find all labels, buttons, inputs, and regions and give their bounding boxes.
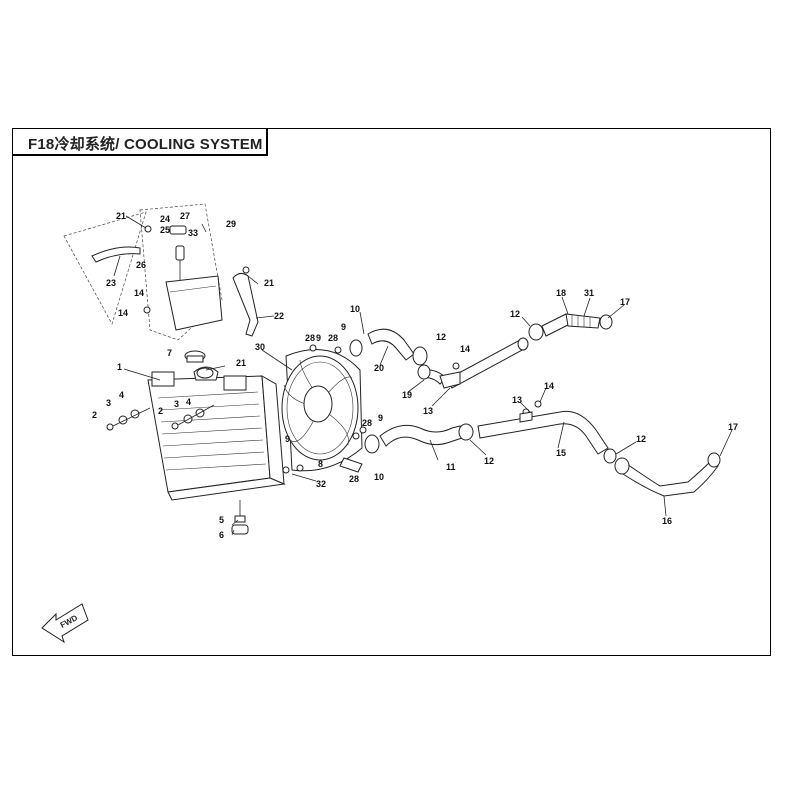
callout-28: 28: [328, 333, 338, 343]
callout-17: 17: [620, 297, 630, 307]
callout-5: 5: [219, 515, 224, 525]
callout-14: 14: [118, 308, 128, 318]
callout-10: 10: [350, 304, 360, 314]
callout-1: 1: [117, 362, 122, 372]
callout-9: 9: [341, 322, 346, 332]
callout-21: 21: [116, 211, 126, 221]
callout-23: 23: [106, 278, 116, 288]
callout-31: 31: [584, 288, 594, 298]
leader-lines: [113, 215, 733, 536]
callout-2: 2: [158, 406, 163, 416]
callout-18: 18: [556, 288, 566, 298]
callout-14: 14: [460, 344, 470, 354]
callout-12: 12: [484, 456, 494, 466]
callout-32: 32: [316, 479, 326, 489]
callout-24: 24: [160, 214, 170, 224]
callout-labels: 1 2 2 3 3 4 4 5 6 7 8 9 9 9 10 10 11 12 …: [92, 211, 738, 540]
callout-21: 21: [236, 358, 246, 368]
callout-9: 9: [285, 434, 290, 444]
callout-26: 26: [136, 260, 146, 270]
callout-14: 14: [134, 288, 144, 298]
callout-19: 19: [402, 390, 412, 400]
callout-13: 13: [423, 406, 433, 416]
cooling-fan: [281, 349, 363, 473]
callout-12: 12: [636, 434, 646, 444]
drain-plug: [231, 500, 249, 535]
callout-3: 3: [106, 398, 111, 408]
callout-11: 11: [446, 462, 456, 472]
overflow-tank: [63, 203, 259, 341]
callout-20: 20: [374, 363, 384, 373]
callout-30: 30: [255, 342, 265, 352]
callout-15: 15: [556, 448, 566, 458]
callout-14: 14: [544, 381, 554, 391]
hoses: [349, 313, 721, 497]
radiator-cap: [184, 350, 214, 379]
callout-9: 9: [378, 413, 383, 423]
callout-22: 22: [274, 311, 284, 321]
callout-4: 4: [119, 390, 124, 400]
callout-17: 17: [728, 422, 738, 432]
callout-10: 10: [374, 472, 384, 482]
callout-6: 6: [219, 530, 224, 540]
callout-33: 33: [188, 228, 198, 238]
title-box: [12, 128, 268, 156]
callout-2: 2: [92, 410, 97, 420]
callout-28: 28: [349, 474, 359, 484]
callout-16: 16: [662, 516, 672, 526]
callout-21: 21: [264, 278, 274, 288]
radiator: [147, 366, 290, 501]
callout-9: 9: [316, 333, 321, 343]
radiator-fasteners: [106, 404, 215, 431]
callout-25: 25: [160, 225, 170, 235]
diagram-frame: [12, 128, 771, 656]
callout-3: 3: [174, 399, 179, 409]
callout-29: 29: [226, 219, 236, 229]
callout-28: 28: [305, 333, 315, 343]
callout-12: 12: [510, 309, 520, 319]
small-fasteners: [296, 344, 542, 472]
callout-8: 8: [318, 459, 323, 469]
callout-4: 4: [186, 397, 191, 407]
callout-7: 7: [167, 348, 172, 358]
callout-27: 27: [180, 211, 190, 221]
fwd-arrow: FWD: [41, 603, 89, 644]
callout-13: 13: [512, 395, 522, 405]
callout-28: 28: [362, 418, 372, 428]
callout-12: 12: [436, 332, 446, 342]
page-title: F18冷却系统/ COOLING SYSTEM: [28, 136, 263, 153]
